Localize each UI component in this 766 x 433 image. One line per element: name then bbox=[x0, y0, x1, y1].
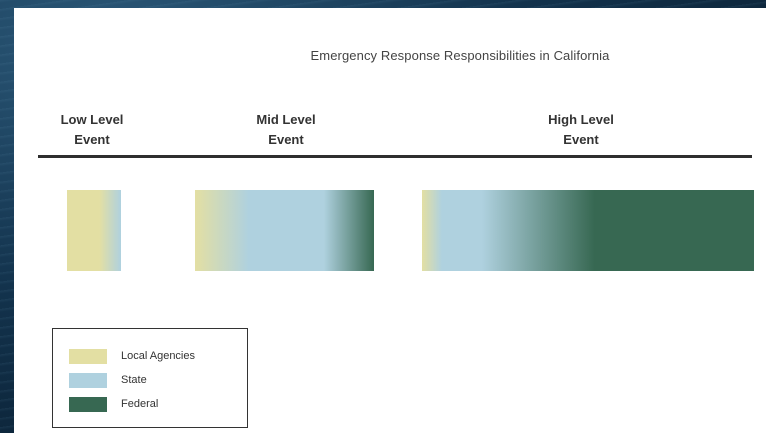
diagram-title: Emergency Response Responsibilities in C… bbox=[310, 48, 610, 63]
low-level-bar bbox=[67, 190, 121, 271]
legend-label-federal: Federal bbox=[121, 398, 159, 410]
column-header-mid-line1: Mid Level bbox=[256, 112, 316, 127]
column-header-low: Low Level Event bbox=[42, 110, 142, 150]
high-level-bar bbox=[422, 190, 754, 271]
column-header-mid: Mid Level Event bbox=[236, 110, 336, 150]
legend-swatch-state bbox=[69, 372, 107, 388]
legend-item-federal: Federal bbox=[69, 396, 158, 412]
legend-label-local: Local Agencies bbox=[121, 350, 195, 362]
header-divider bbox=[38, 155, 752, 158]
column-header-high: High Level Event bbox=[526, 110, 636, 150]
diagram-panel: Emergency Response Responsibilities in C… bbox=[14, 8, 766, 433]
mid-level-bar bbox=[195, 190, 374, 271]
column-header-low-line1: Low Level bbox=[60, 112, 124, 127]
legend-item-local: Local Agencies bbox=[69, 348, 195, 364]
column-header-low-line2: Event bbox=[74, 132, 110, 147]
legend: Local Agencies State Federal bbox=[52, 328, 248, 428]
column-header-high-line2: Event bbox=[563, 132, 599, 147]
column-header-mid-line2: Event bbox=[268, 132, 304, 147]
legend-swatch-local bbox=[69, 348, 107, 364]
legend-item-state: State bbox=[69, 372, 147, 388]
legend-label-state: State bbox=[121, 374, 147, 386]
legend-swatch-federal bbox=[69, 396, 107, 412]
column-header-high-line1: High Level bbox=[548, 112, 614, 127]
